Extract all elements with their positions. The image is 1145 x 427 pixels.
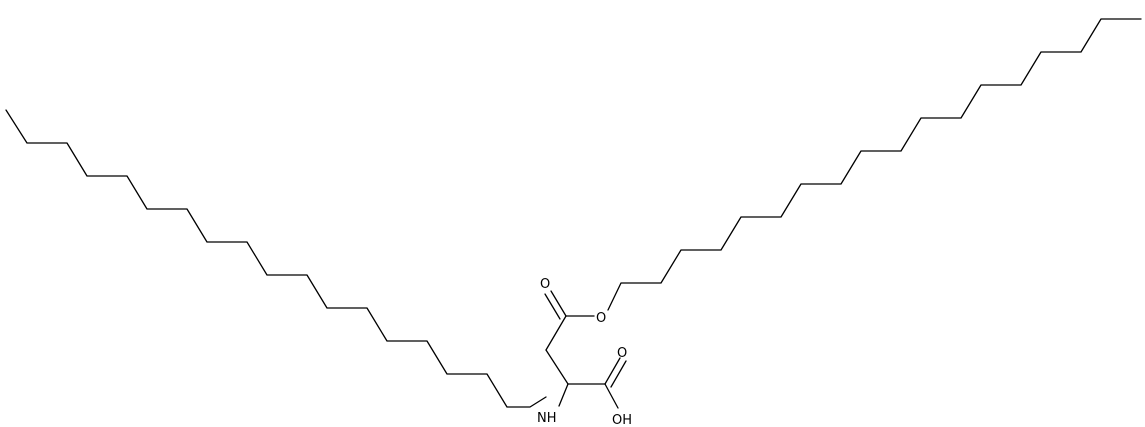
ester-carbonyl-bond-1 [550,290,567,317]
acid-carbonyl-bond-1 [604,357,621,385]
n-ca-bond [558,383,569,407]
nh-label: NH [537,411,557,426]
hydroxyl-label: OH [612,413,632,427]
acid-carbonyl-o-label: O [617,346,627,361]
ch2-cester-bond [545,315,567,351]
ester-o-label: O [596,311,606,326]
acid-c-oh-bond [604,383,619,409]
left-octadecyl-chain [5,109,547,408]
ester-carbonyl-o-label: O [540,277,550,292]
ca-ch2-bond [545,349,569,385]
acid-carbonyl-bond-2 [610,360,627,388]
right-octadecyl-chain [607,18,1142,311]
ester-carbonyl-bond-2 [544,293,561,320]
